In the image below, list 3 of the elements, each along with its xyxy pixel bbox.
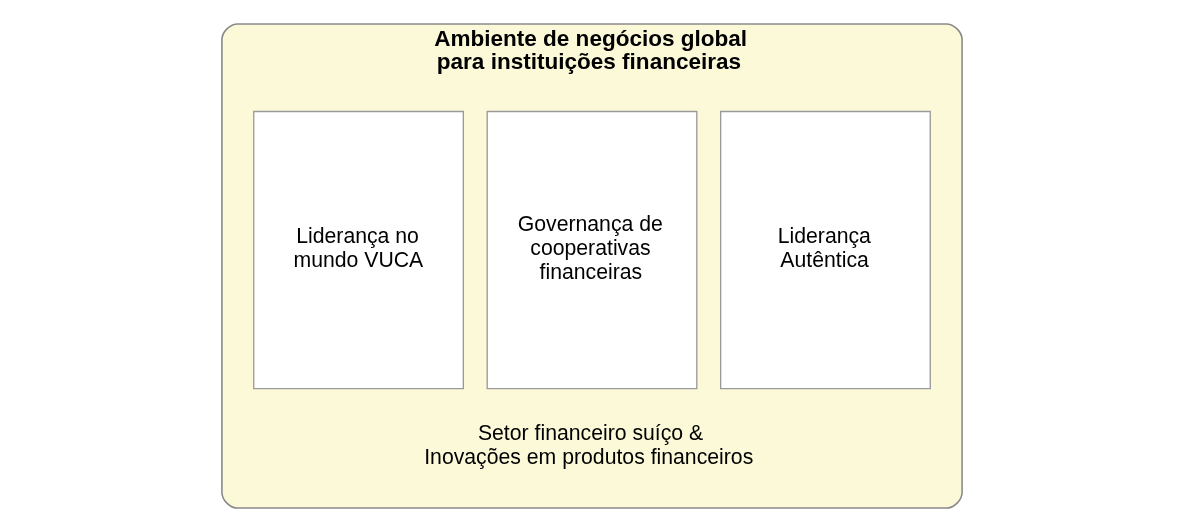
node-box: Governança de cooperativas financeiras <box>486 110 698 390</box>
node-box: Liderança Autêntica <box>720 110 931 390</box>
node-box: Liderança no mundo VUCA <box>253 110 464 390</box>
